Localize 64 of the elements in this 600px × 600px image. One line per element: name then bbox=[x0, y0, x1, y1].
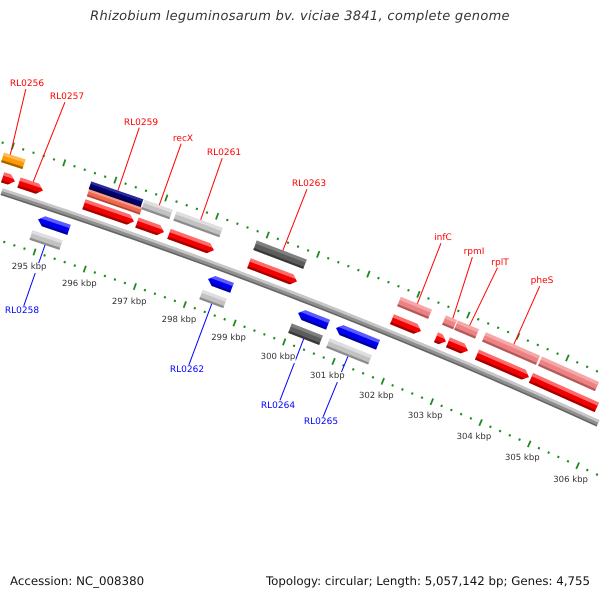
gene-block bbox=[1, 152, 26, 170]
gene-block bbox=[253, 240, 307, 269]
gene-label: pheS bbox=[530, 276, 554, 286]
tick-label: 305 kbp bbox=[504, 454, 540, 464]
gene-block bbox=[336, 325, 380, 350]
gene-block bbox=[434, 332, 446, 344]
leader-line bbox=[282, 188, 308, 251]
leader-line bbox=[280, 338, 304, 401]
map-title: Rhizobium leguminosarum bv. viciae 3841, complete genome bbox=[90, 10, 510, 25]
tick-label: 303 kbp bbox=[408, 412, 442, 422]
gene-block bbox=[390, 314, 421, 334]
gene-block bbox=[397, 296, 432, 319]
leader-line bbox=[469, 267, 498, 326]
gene-block bbox=[298, 310, 330, 330]
tick-label: 295 kbp bbox=[12, 263, 46, 273]
gene-block bbox=[442, 315, 457, 330]
gene-block bbox=[208, 276, 234, 293]
leader-line bbox=[158, 143, 182, 206]
gene-block bbox=[482, 332, 540, 365]
accession-label: Accession: NC_008380 bbox=[10, 575, 144, 589]
tick-label: 302 kbp bbox=[358, 392, 394, 402]
gene-label: RL0259 bbox=[124, 117, 158, 128]
gene-label: rplT bbox=[491, 257, 509, 268]
gene-label: RL0257 bbox=[50, 92, 84, 102]
leader-line bbox=[200, 158, 223, 220]
gene-label: recX bbox=[172, 133, 194, 144]
gene-block bbox=[135, 218, 164, 236]
gene-block bbox=[29, 230, 63, 250]
gene-label: RL0256 bbox=[10, 78, 44, 90]
tick-label: 300 kbp bbox=[260, 352, 296, 363]
leader-line bbox=[32, 102, 66, 182]
leader-line bbox=[416, 242, 442, 304]
gene-label: RL0261 bbox=[206, 148, 242, 158]
gene-label: RL0265 bbox=[304, 416, 338, 428]
gene-block bbox=[141, 200, 173, 220]
leader-line bbox=[513, 286, 540, 345]
tick-label: 297 kbp bbox=[112, 298, 146, 308]
gene-block bbox=[38, 216, 71, 235]
gene-block bbox=[454, 320, 479, 339]
leader-line bbox=[188, 303, 212, 366]
tick-label: 306 kbp bbox=[553, 476, 588, 486]
gene-label: RL0258 bbox=[4, 306, 40, 316]
genome-summary: Topology: circular; Length: 5,057,142 bp; Genes: 4,755 bbox=[266, 575, 590, 589]
tick-label: 299 kbp bbox=[211, 334, 246, 344]
gene-label: infC bbox=[434, 232, 452, 244]
leader-line bbox=[452, 256, 473, 319]
gene-block bbox=[17, 178, 43, 194]
gene-label: RL0264 bbox=[260, 400, 296, 411]
gene-block bbox=[173, 211, 223, 238]
gene-block bbox=[1, 172, 15, 185]
leader-line bbox=[10, 88, 26, 156]
gene-block bbox=[88, 181, 144, 207]
gene-block bbox=[446, 338, 468, 354]
gene-block bbox=[199, 290, 227, 308]
tick-label: 304 kbp bbox=[456, 433, 492, 444]
gene-block bbox=[288, 324, 323, 345]
tick-label: 298 kbp bbox=[162, 316, 196, 326]
gene-label: RL0262 bbox=[170, 364, 204, 376]
gene-block bbox=[538, 356, 599, 392]
tick-label: 296 kbp bbox=[62, 280, 97, 290]
leader-line bbox=[117, 127, 140, 192]
gene-label: rpmI bbox=[464, 246, 484, 258]
tick-label: 301 kbp bbox=[310, 372, 345, 382]
gene-label: RL0263 bbox=[292, 178, 326, 190]
